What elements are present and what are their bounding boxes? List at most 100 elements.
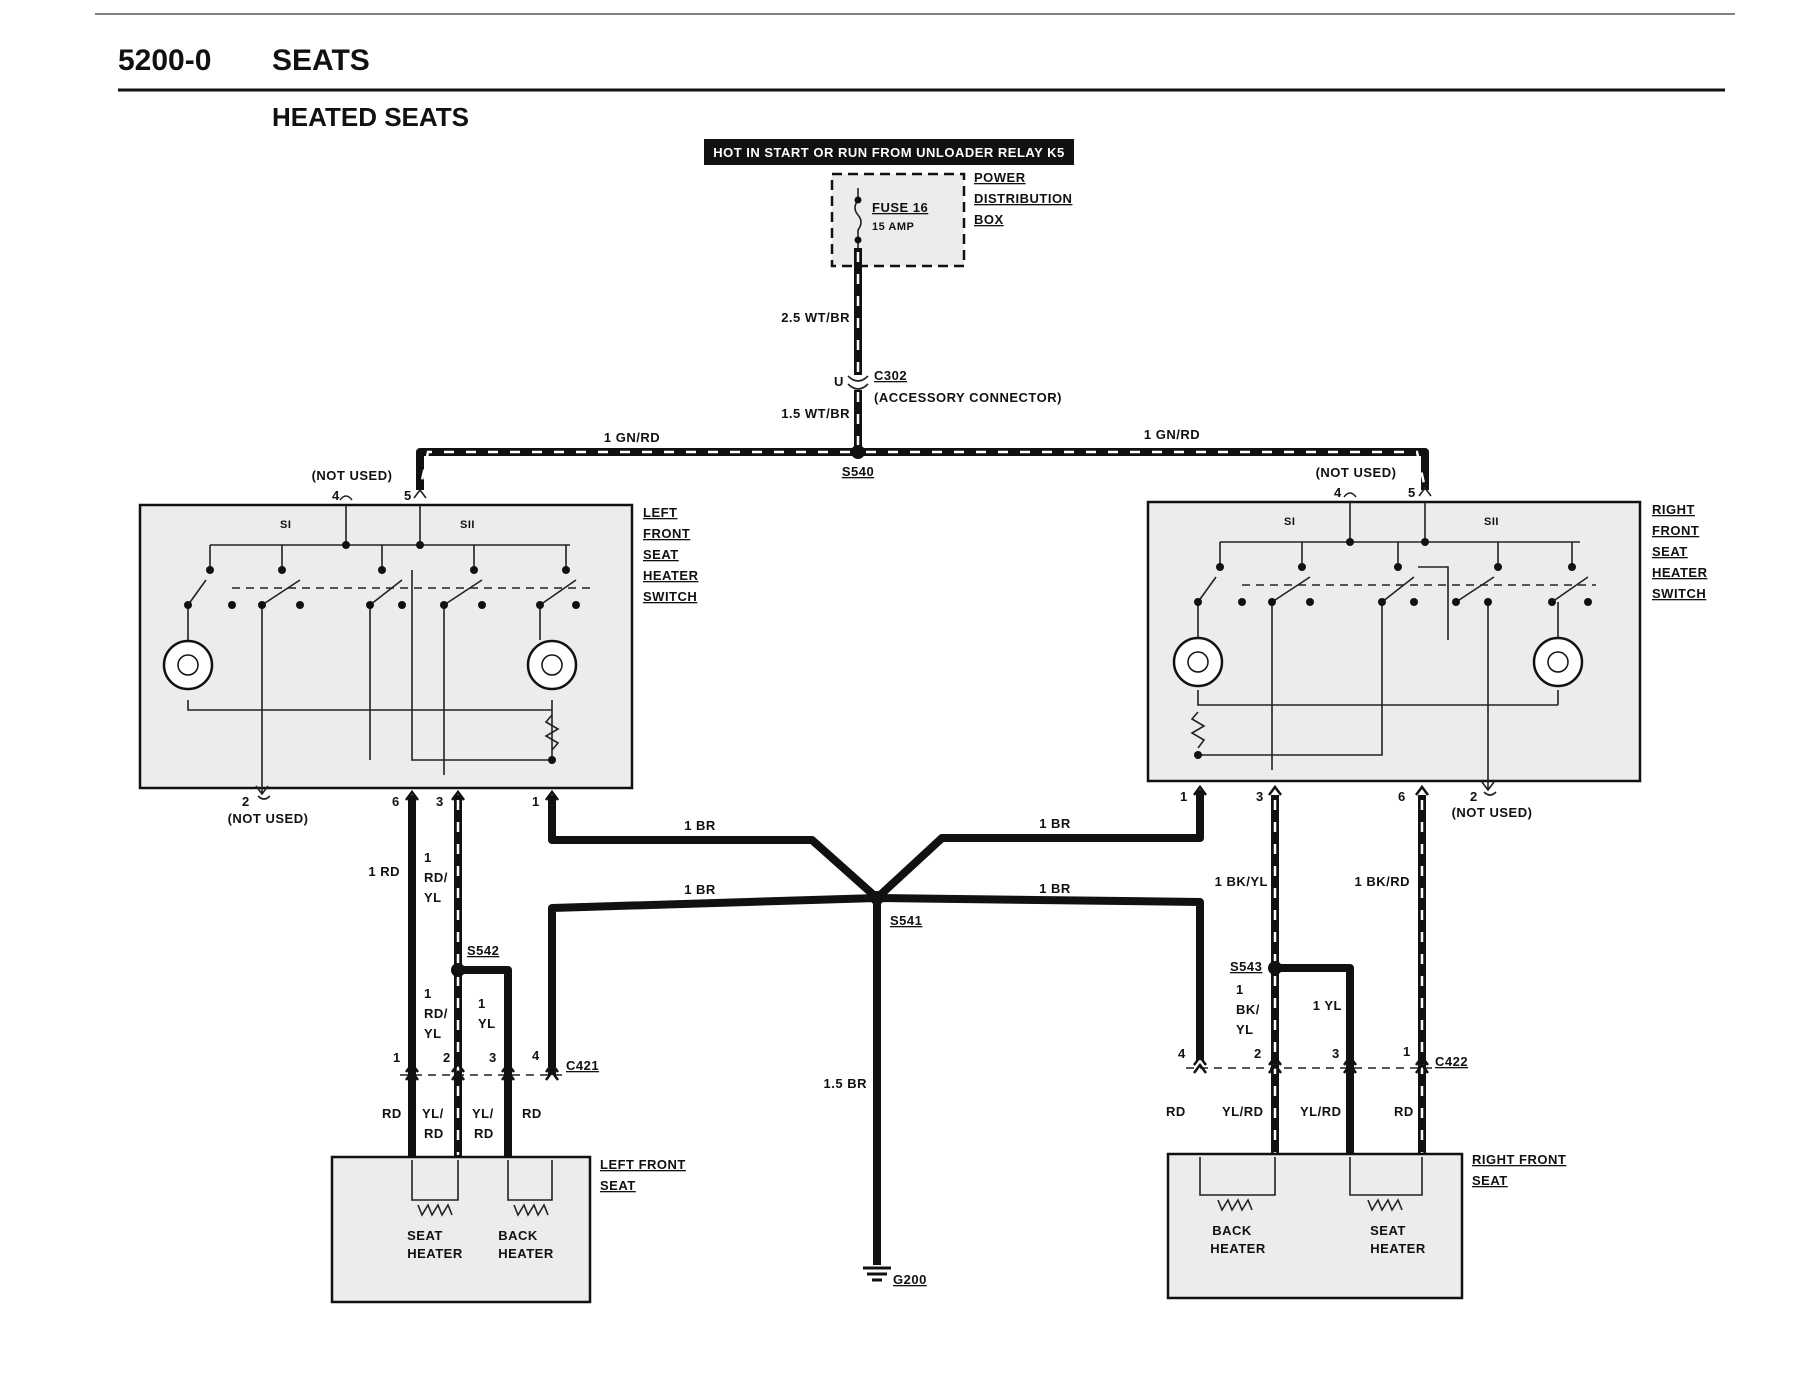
wire-label-s540: 1.5 WT/BR: [781, 406, 850, 421]
c421-pin4: 4: [532, 1048, 540, 1063]
wire-label-left-rdyl-bottom-2: RD/: [424, 1006, 448, 1021]
left-seat-color-1: RD: [382, 1106, 402, 1121]
left-back-heater-label-2: HEATER: [498, 1246, 554, 1261]
left-switch-pin3: 3: [436, 794, 444, 809]
wire-label-fuse: 2.5 WT/BR: [781, 310, 850, 325]
wire-label-right-bkyl-bottom-2: BK/: [1236, 1002, 1260, 1017]
c422-pin4: 4: [1178, 1046, 1186, 1061]
right-switch-pin4: 4: [1334, 485, 1342, 500]
left-seat-heater-label-1: SEAT: [407, 1228, 443, 1243]
wire-label-right-bkyl-bottom-3: YL: [1236, 1022, 1254, 1037]
c422-pin3: 3: [1332, 1046, 1340, 1061]
right-seat-heater-label-2: HEATER: [1370, 1241, 1426, 1256]
pdb-label-1: POWER: [974, 170, 1026, 185]
left-switch-pin1: 1: [532, 794, 540, 809]
right-seat-label-2: SEAT: [1472, 1173, 1508, 1188]
wire-label-gnrd-right: 1 GN/RD: [1144, 427, 1200, 442]
power-distribution-box: [830, 172, 966, 268]
right-seat-color-3: YL/RD: [1300, 1104, 1342, 1119]
pdb-label-2: DISTRIBUTION: [974, 191, 1072, 206]
left-switch-label-2: FRONT: [643, 526, 690, 541]
connector-symbols: [405, 784, 1429, 1081]
left-seat-color-3b: RD: [474, 1126, 494, 1141]
left-switch-pin4: 4: [332, 488, 340, 503]
c421-pin2: 2: [443, 1050, 451, 1065]
wire-label-right-bkyl: 1 BK/YL: [1215, 874, 1268, 889]
right-seat-color-4: RD: [1394, 1104, 1414, 1119]
left-switch-label-3: SEAT: [643, 547, 679, 562]
right-seat-wires: [1271, 795, 1426, 1160]
splice-s543: [1268, 961, 1282, 975]
s543-label: S543: [1230, 959, 1262, 974]
wire-label-gnrd-left: 1 GN/RD: [604, 430, 660, 445]
right-seat-heater-switch: SI SII: [1146, 486, 1642, 792]
right-seat-color-1: RD: [1166, 1104, 1186, 1119]
right-front-seat: [1166, 1152, 1464, 1300]
right-switch-label-5: SWITCH: [1652, 586, 1706, 601]
wire-label-left-rdyl-top-2: RD/: [424, 870, 448, 885]
wire-label-left-rdyl-top-1: 1: [424, 850, 432, 865]
right-switch-pin1: 1: [1180, 789, 1188, 804]
left-switch-label-1: LEFT: [643, 505, 678, 520]
right-switch-label-4: HEATER: [1652, 565, 1708, 580]
wire-label-br-bot-right: 1 BR: [1039, 881, 1071, 896]
left-switch-pos1: SI: [280, 519, 291, 531]
s541-label: S541: [890, 913, 922, 928]
right-switch-pin5: 5: [1408, 485, 1416, 500]
fuse-label: FUSE 16: [872, 200, 928, 215]
ground-wires: [548, 790, 1204, 1265]
g200-label: G200: [893, 1272, 927, 1287]
wire-label-right-yl: 1 YL: [1313, 998, 1342, 1013]
right-back-heater-label-2: HEATER: [1210, 1241, 1266, 1256]
s540-label: S540: [842, 464, 874, 479]
wire-label-right-bkyl-bottom-1: 1: [1236, 982, 1244, 997]
power-banner-text: HOT IN START OR RUN FROM UNLOADER RELAY …: [713, 145, 1065, 160]
pdb-label-3: BOX: [974, 212, 1004, 227]
c421-pin1: 1: [393, 1050, 401, 1065]
wire-label-left-rdyl-bottom-3: YL: [424, 1026, 442, 1041]
page-title: SEATS: [272, 44, 370, 77]
left-seat-color-2a: YL/: [422, 1106, 444, 1121]
right-switch-pin2: 2: [1470, 789, 1478, 804]
right-switch-pos1: SI: [1284, 516, 1295, 528]
left-seat-color-3a: YL/: [472, 1106, 494, 1121]
splice-s540: [851, 445, 865, 459]
ground-symbol: [863, 1266, 891, 1282]
c302-pin: U: [834, 374, 844, 389]
right-back-heater-label-1: BACK: [1212, 1223, 1252, 1238]
wire-label-br-top-left: 1 BR: [684, 818, 716, 833]
right-switch-not-used-top: (NOT USED): [1316, 465, 1397, 480]
right-seat-label-1: RIGHT FRONT: [1472, 1152, 1566, 1167]
right-switch-label-2: FRONT: [1652, 523, 1699, 538]
left-seat-color-2b: RD: [424, 1126, 444, 1141]
left-seat-color-4: RD: [522, 1106, 542, 1121]
feed-wires: [416, 248, 1429, 491]
c422-pin1: 1: [1403, 1044, 1411, 1059]
right-seat-color-2: YL/RD: [1222, 1104, 1264, 1119]
wire-label-br-top-right: 1 BR: [1039, 816, 1071, 831]
c302-desc: (ACCESSORY CONNECTOR): [874, 390, 1062, 405]
s542-label: S542: [467, 943, 499, 958]
left-front-seat: [330, 1155, 592, 1304]
left-switch-pin5: 5: [404, 488, 412, 503]
power-banner: [704, 139, 1074, 165]
left-switch-label-4: HEATER: [643, 568, 699, 583]
left-seat-label-2: SEAT: [600, 1178, 636, 1193]
left-switch-not-used-bottom: (NOT USED): [228, 811, 309, 826]
diagram-title: HEATED SEATS: [272, 102, 469, 132]
left-switch-pin6: 6: [392, 794, 400, 809]
c302-connector: [847, 375, 869, 390]
splice-s542: [451, 963, 465, 977]
wire-label-left-rdyl-bottom-1: 1: [424, 986, 432, 1001]
wire-label-left-rdyl-top-3: YL: [424, 890, 442, 905]
right-switch-label-1: RIGHT: [1652, 502, 1695, 517]
left-seat-label-1: LEFT FRONT: [600, 1157, 686, 1172]
right-switch-not-used-bottom: (NOT USED): [1452, 805, 1533, 820]
left-back-heater-label-1: BACK: [498, 1228, 538, 1243]
wire-label-right-bkrd: 1 BK/RD: [1354, 874, 1410, 889]
wire-label-br-ground: 1.5 BR: [824, 1076, 868, 1091]
right-switch-pin6: 6: [1398, 789, 1406, 804]
left-switch-pos2: SII: [460, 519, 475, 531]
c302-label: C302: [874, 368, 907, 383]
